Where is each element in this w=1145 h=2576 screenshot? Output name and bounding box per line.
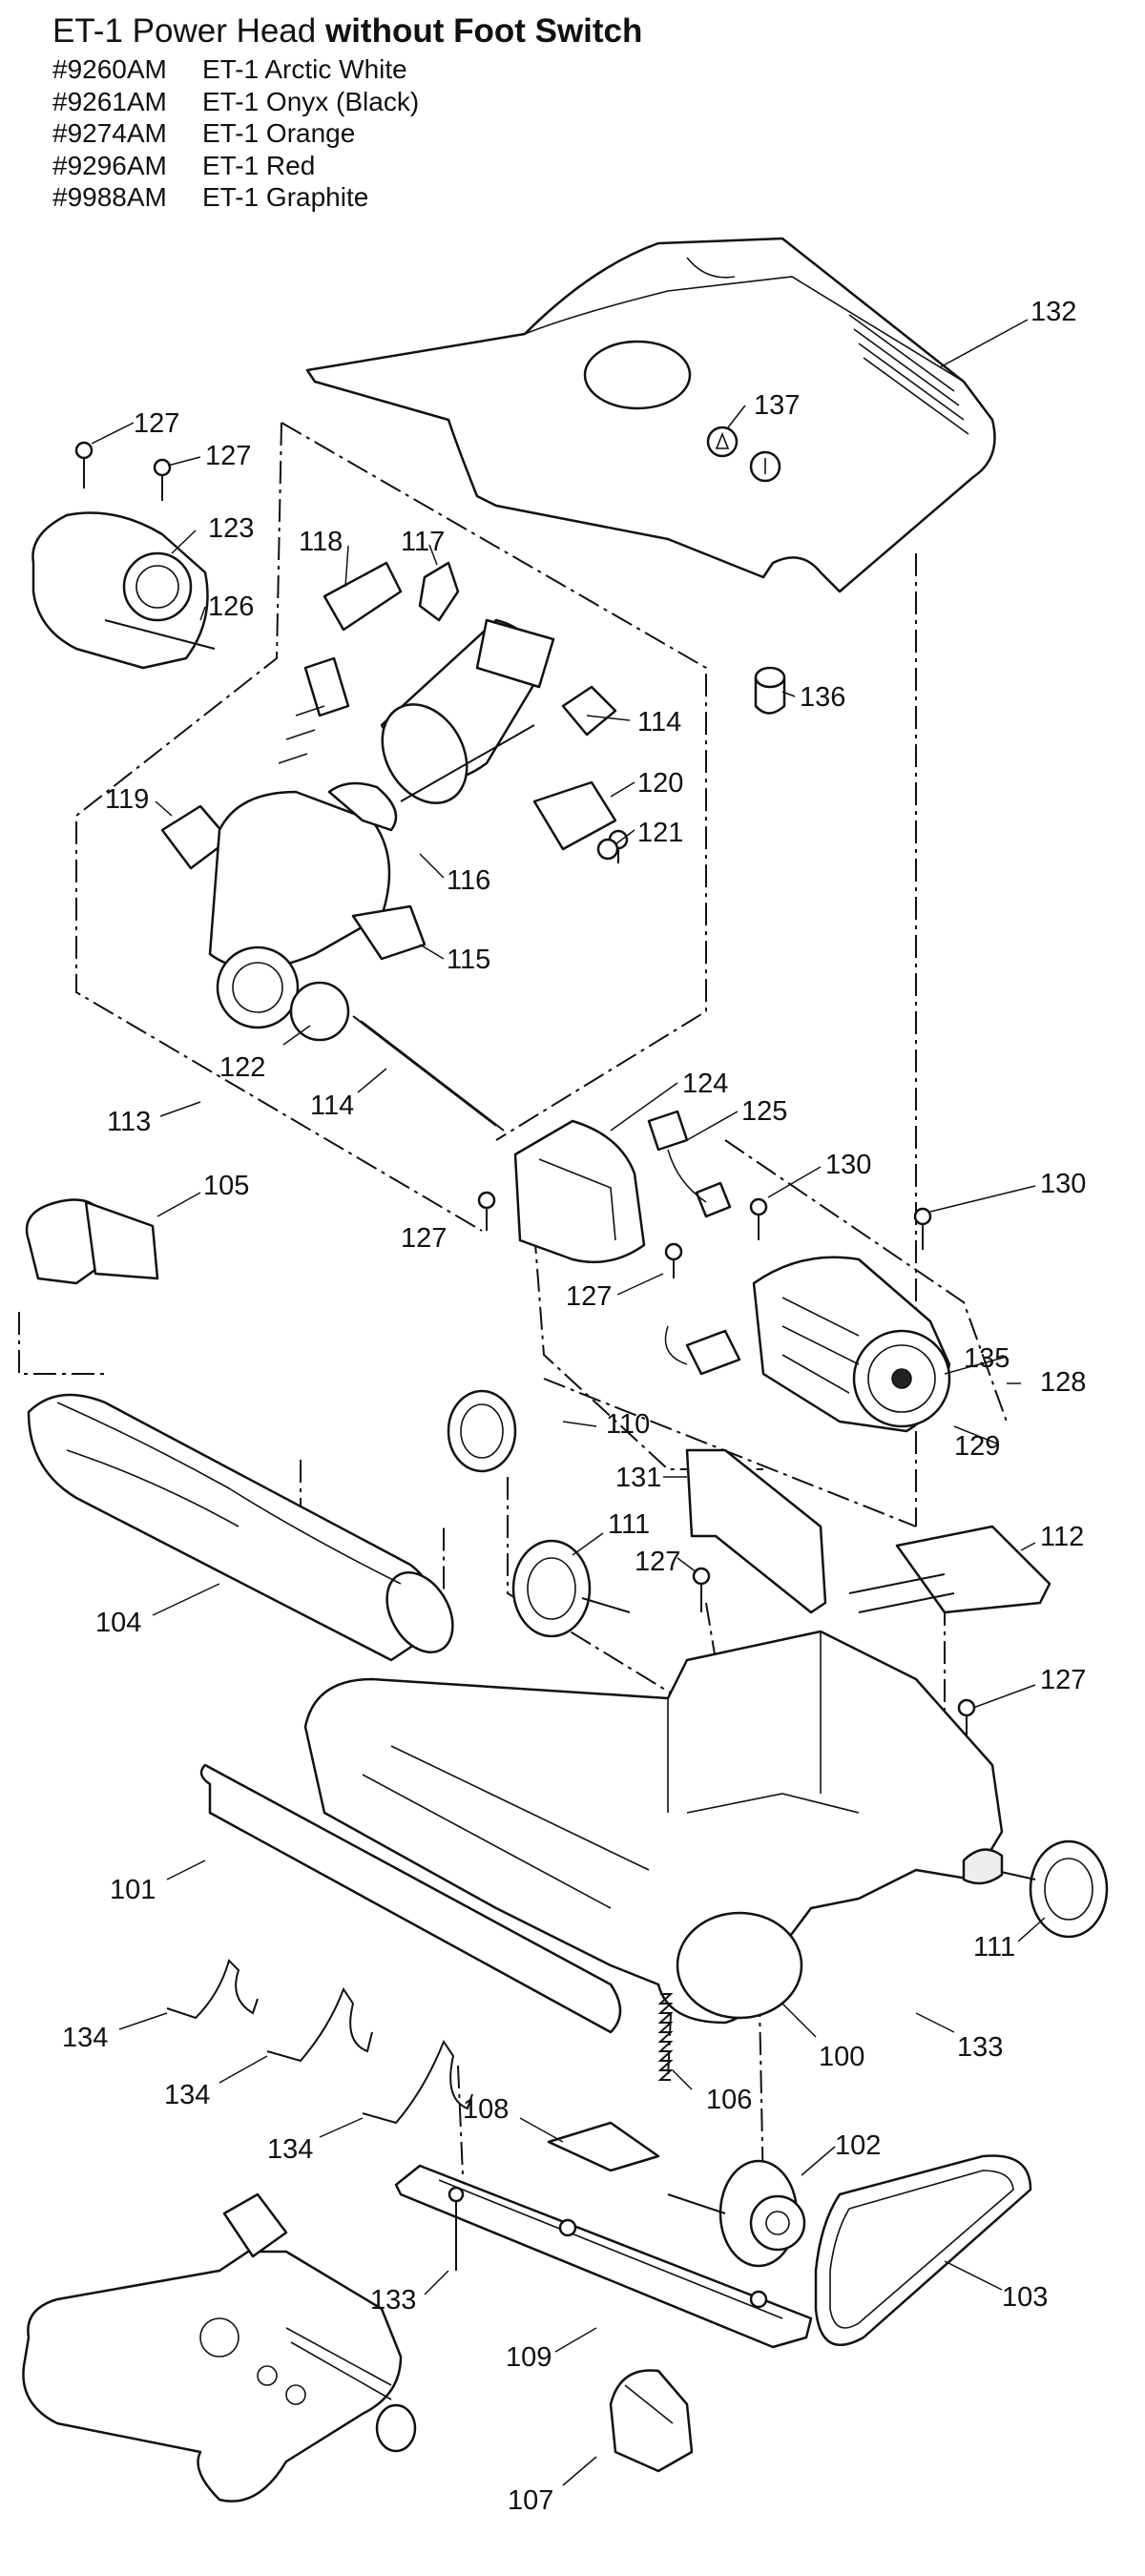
callout-136: 136 bbox=[800, 682, 845, 713]
model-row: #9274AM ET-1 Orange bbox=[52, 117, 642, 150]
assembled-thumbnail bbox=[22, 2192, 417, 2503]
model-row: #9261AM ET-1 Onyx (Black) bbox=[52, 86, 642, 118]
callout-113: 113 bbox=[107, 1107, 151, 1137]
callout-130: 130 bbox=[1040, 1169, 1086, 1199]
gear-belt-part bbox=[667, 2154, 1032, 2347]
callout-127: 127 bbox=[401, 1223, 447, 1254]
title-bold: without Foot Switch bbox=[324, 12, 643, 50]
circuit-board-part bbox=[685, 1448, 827, 1614]
callout-102: 102 bbox=[835, 2130, 881, 2161]
lever-part bbox=[848, 1525, 1051, 1614]
callout-101: 101 bbox=[110, 1875, 156, 1905]
callout-111: 111 bbox=[608, 1509, 650, 1540]
callout-labels: 132 137 136 127 127 123 126 118 117 114 … bbox=[62, 297, 1086, 2516]
callout-134: 134 bbox=[62, 2023, 108, 2053]
callout-103: 103 bbox=[1002, 2282, 1048, 2313]
base-part bbox=[199, 1630, 1004, 2034]
spring-parts bbox=[166, 1959, 674, 2125]
callout-133: 133 bbox=[370, 2285, 416, 2316]
callout-129: 129 bbox=[954, 1431, 1000, 1462]
latch-part bbox=[609, 2369, 694, 2473]
model-name: ET-1 Orange bbox=[202, 118, 356, 148]
callout-127: 127 bbox=[566, 1281, 612, 1312]
callout-125: 125 bbox=[741, 1096, 787, 1127]
model-name: ET-1 Red bbox=[202, 150, 316, 180]
callout-123: 123 bbox=[208, 513, 254, 544]
callout-118: 118 bbox=[299, 527, 343, 557]
callout-127: 127 bbox=[134, 408, 179, 439]
callout-100: 100 bbox=[819, 2042, 864, 2072]
callout-111: 111 bbox=[973, 1932, 1015, 1963]
diagram-title: ET-1 Power Head without Foot Switch bbox=[52, 11, 642, 52]
brush-roll-part bbox=[25, 1198, 454, 1662]
model-code: #9296AM bbox=[52, 150, 167, 180]
callout-134: 134 bbox=[267, 2134, 313, 2165]
callout-127: 127 bbox=[205, 441, 251, 471]
handle-assembly-part bbox=[160, 561, 619, 1132]
callout-134: 134 bbox=[164, 2080, 210, 2110]
callout-110: 110 bbox=[606, 1409, 650, 1440]
callout-106: 106 bbox=[706, 2085, 752, 2115]
wheel-parts bbox=[447, 1389, 1109, 1939]
title-plain: ET-1 Power Head bbox=[52, 12, 325, 50]
model-row: #9260AM ET-1 Arctic White bbox=[52, 53, 642, 86]
model-code: #9261AM bbox=[52, 86, 167, 116]
callout-115: 115 bbox=[447, 945, 490, 975]
callout-104: 104 bbox=[95, 1608, 141, 1638]
model-name: ET-1 Arctic White bbox=[202, 54, 407, 84]
callout-114: 114 bbox=[637, 707, 681, 737]
callout-132: 132 bbox=[1030, 297, 1076, 327]
callout-127: 127 bbox=[635, 1547, 680, 1577]
callout-135: 135 bbox=[964, 1343, 1010, 1374]
motor-housing-part bbox=[513, 1110, 732, 1264]
diagram-header: ET-1 Power Head without Foot Switch #926… bbox=[52, 11, 642, 214]
callout-107: 107 bbox=[508, 2485, 553, 2516]
model-code: #9988AM bbox=[52, 182, 167, 212]
callout-120: 120 bbox=[637, 768, 683, 799]
callout-105: 105 bbox=[203, 1171, 249, 1201]
callout-137: 137 bbox=[754, 390, 800, 421]
top-cover-part bbox=[305, 237, 996, 593]
motor-part bbox=[664, 1256, 951, 1433]
callout-121: 121 bbox=[637, 818, 683, 848]
model-name: ET-1 Onyx (Black) bbox=[202, 86, 420, 116]
leader-lines bbox=[91, 319, 1046, 2486]
callout-133: 133 bbox=[957, 2032, 1003, 2063]
callout-119: 119 bbox=[105, 784, 149, 815]
callout-117: 117 bbox=[401, 527, 445, 557]
callout-122: 122 bbox=[219, 1052, 265, 1083]
callout-126: 126 bbox=[208, 592, 254, 622]
model-code: #9274AM bbox=[52, 118, 167, 148]
bracket-part bbox=[31, 511, 216, 670]
callout-131: 131 bbox=[615, 1463, 661, 1493]
model-row: #9296AM ET-1 Red bbox=[52, 150, 642, 182]
model-list: #9260AM ET-1 Arctic White #9261AM ET-1 Ony… bbox=[52, 53, 642, 214]
callout-128: 128 bbox=[1040, 1367, 1086, 1398]
callout-112: 112 bbox=[1040, 1522, 1084, 1552]
model-name: ET-1 Graphite bbox=[202, 182, 369, 212]
model-code: #9260AM bbox=[52, 54, 167, 84]
callout-130: 130 bbox=[825, 1150, 871, 1180]
callout-108: 108 bbox=[463, 2094, 509, 2125]
model-row: #9988AM ET-1 Graphite bbox=[52, 181, 642, 214]
callout-127: 127 bbox=[1040, 1665, 1086, 1695]
callout-114: 114 bbox=[310, 1091, 354, 1121]
callout-124: 124 bbox=[682, 1069, 728, 1099]
bottom-plate-part bbox=[394, 2121, 813, 2349]
knob-part bbox=[754, 666, 786, 715]
callout-109: 109 bbox=[506, 2342, 552, 2373]
callout-116: 116 bbox=[447, 865, 490, 896]
